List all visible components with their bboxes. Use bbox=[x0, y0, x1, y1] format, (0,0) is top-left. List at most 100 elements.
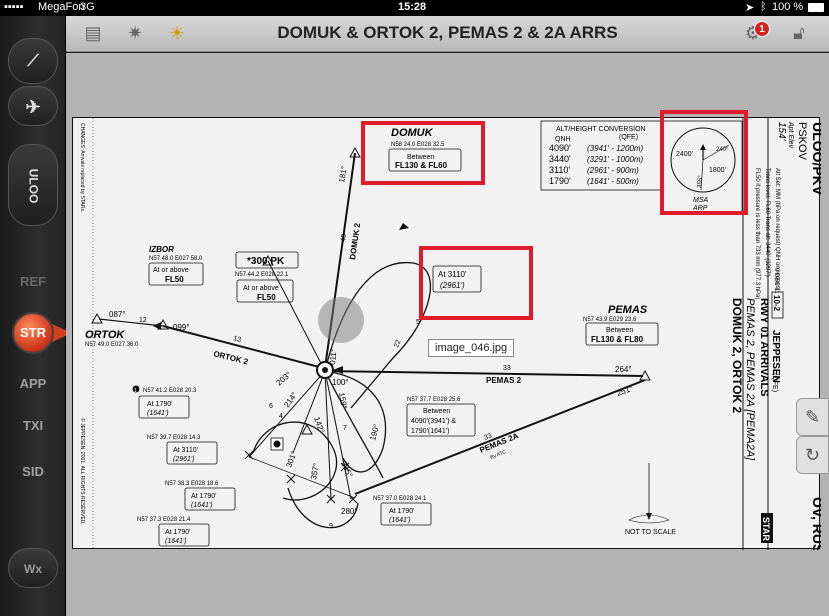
scale-note: NOT TO SCALE bbox=[625, 529, 676, 536]
ortok-name: ORTOK bbox=[85, 329, 125, 341]
airport-button[interactable]: ULOO bbox=[8, 144, 58, 226]
procedure-line-1: DOMUK 2, ORTOK 2 bbox=[730, 298, 744, 413]
clock: 15:28 bbox=[398, 1, 427, 13]
pemas-alt-1: Between bbox=[606, 327, 633, 334]
chart-drawing: CHANGES: Arrivals replaced by STARs. © J… bbox=[79, 118, 826, 577]
domuk-alt-2: FL130 & FL60 bbox=[395, 161, 448, 170]
lock-icon[interactable]: 🔓︎ bbox=[793, 23, 805, 43]
index-box bbox=[771, 291, 784, 319]
track-357: 357° bbox=[309, 462, 321, 480]
weather-icon[interactable]: ☀ bbox=[168, 23, 186, 43]
ortok-waypoint bbox=[91, 312, 103, 324]
changes-note: CHANGES: Arrivals replaced by STARs. bbox=[79, 123, 85, 212]
domuk-alt-1: Between bbox=[407, 154, 434, 161]
battery-icon bbox=[808, 3, 824, 12]
route-icon[interactable]: ⟋ bbox=[8, 38, 58, 84]
dist-5: 5 bbox=[416, 319, 420, 326]
image-tooltip: image_046.jpg bbox=[428, 339, 515, 357]
izbor-track: 099° bbox=[173, 323, 190, 332]
pemas-dist-2: 33 bbox=[483, 432, 493, 441]
track-301: 301° bbox=[284, 450, 298, 469]
msa-alt-2: 1800' bbox=[709, 167, 726, 174]
conversion-qfe-2: (2961' - 900m) bbox=[587, 166, 639, 175]
dist-9: 9 bbox=[329, 523, 333, 530]
sid-button[interactable]: SID bbox=[22, 464, 44, 479]
track-190: 190° bbox=[368, 423, 381, 441]
txi-button[interactable]: TXI bbox=[22, 418, 44, 433]
wp1-alt-2: (1641') bbox=[147, 410, 169, 417]
settings-icon[interactable]: ✷ bbox=[127, 23, 143, 43]
ortok-coord: N57 49.0 E027 36.0 bbox=[85, 342, 139, 348]
pointer-shadow bbox=[318, 297, 364, 343]
domuk-dist: 40 bbox=[340, 233, 348, 242]
alert-badge: 1 bbox=[754, 21, 770, 37]
airplane-icon[interactable]: ✈ bbox=[8, 86, 58, 126]
north-arrow-icon bbox=[628, 514, 670, 524]
chart-airport-code: ULOO/PKV bbox=[810, 122, 821, 196]
conversion-title: ALT/HEIGHT CONVERSION bbox=[556, 126, 646, 133]
procedure-line-2: PEMAS 2, PEMAS 2A [PEMA2A] bbox=[744, 298, 756, 461]
status-bar: ▪▪▪▪▪ MegaFon 3G 15:28 ➤ ᛒ 100 % bbox=[0, 0, 829, 16]
pk-alt-2: FL50 bbox=[257, 293, 276, 302]
track-142: 142° bbox=[312, 416, 326, 435]
izbor-name: IZBOR bbox=[149, 245, 174, 254]
app-button[interactable]: APP bbox=[19, 376, 47, 391]
apt-elev-value: 154' bbox=[776, 122, 787, 142]
conversion-qnh: QNH bbox=[555, 136, 571, 143]
pemas-coord: N57 43.9 E029 23.6 bbox=[583, 317, 637, 323]
conversion-alt-3: 1790' bbox=[549, 176, 571, 186]
wp2-coord: N57 39.7 E028 14.3 bbox=[147, 435, 201, 441]
ref-button[interactable]: REF bbox=[20, 274, 46, 289]
approach-chart[interactable]: CHANGES: Arrivals replaced by STARs. © J… bbox=[72, 117, 826, 577]
domuk-route: DOMUK 2 bbox=[348, 222, 362, 260]
str-button[interactable]: STR bbox=[12, 312, 54, 354]
track-345: 345° bbox=[339, 460, 354, 479]
star-label: STAR bbox=[761, 517, 771, 541]
wp6-alt-3: 1790'(1641') bbox=[411, 428, 449, 435]
apt-elev-label: Apt Elev bbox=[787, 121, 794, 149]
wp4-coord: N57 37.3 E028 21.4 bbox=[137, 517, 191, 523]
pemas-alt-2: FL130 & FL80 bbox=[591, 335, 644, 344]
pemas-atc: By ATC bbox=[490, 449, 508, 461]
conversion-qfe-0: (3941' - 1200m) bbox=[587, 144, 644, 153]
wp1-waypoint bbox=[301, 423, 313, 435]
wp5-coord: N57 37.0 E028 24.1 bbox=[373, 496, 427, 502]
domuk-track: 181° bbox=[337, 165, 349, 183]
pemas-track: 264° bbox=[615, 365, 632, 374]
izbor-alt-1: At or above bbox=[153, 267, 189, 274]
top-toolbar: ▤ ✷ ☀ DOMUK & ORTOK 2, PEMAS 2 & 2A ARRS… bbox=[66, 16, 829, 52]
izbor-alt-2: FL50 bbox=[165, 275, 184, 284]
domuk-coord: N58 24.0 E028 32.5 bbox=[391, 142, 445, 148]
conversion-qfe-3: (1641' - 500m) bbox=[587, 177, 639, 186]
notes-icon[interactable]: ▤ bbox=[84, 23, 102, 43]
highlight-msa bbox=[660, 110, 748, 215]
msa-radial-1: 240° bbox=[716, 147, 729, 153]
wp5-alt-2: (1641') bbox=[389, 517, 411, 524]
airport-label: ULOO bbox=[25, 168, 40, 204]
conversion-alt-2: 3110' bbox=[549, 165, 570, 175]
chart-city: PSKOV bbox=[796, 122, 808, 161]
pemas-name: PEMAS bbox=[608, 304, 648, 316]
ortok-route: ORTOK 2 bbox=[213, 349, 250, 366]
at3110-alt-2: (2961') bbox=[440, 281, 465, 290]
chart-country: OV, RUSSIA bbox=[810, 497, 821, 550]
pemas-dist: 33 bbox=[503, 365, 511, 372]
track-203: 203° bbox=[275, 370, 293, 388]
wp6-alt-1: Between bbox=[423, 408, 450, 415]
wp3-alt-2: (1641') bbox=[191, 502, 213, 509]
refresh-icon[interactable]: ↻ bbox=[796, 436, 829, 474]
izbor-waypoint bbox=[157, 318, 169, 330]
network-label: 3G bbox=[80, 1, 95, 13]
wx-button[interactable]: Wx bbox=[8, 548, 58, 588]
conversion-alt-1: 3440' bbox=[549, 154, 571, 164]
pencil-icon[interactable]: ✎ bbox=[796, 398, 829, 436]
wp3-alt-1: At 1790' bbox=[191, 493, 216, 500]
wp2-alt-1: At 3110' bbox=[173, 447, 198, 454]
index-label: 10-2 bbox=[772, 295, 781, 312]
wp6-coord: N57 37.7 E028 25.6 bbox=[407, 397, 461, 403]
bluetooth-icon: ᛒ bbox=[760, 1, 767, 13]
conversion-qfe: (QFE) bbox=[619, 134, 638, 141]
location-icon: ➤ bbox=[745, 2, 755, 14]
dist-22: 22 bbox=[393, 339, 402, 349]
izbor-coord: N57 48.0 E027 58.0 bbox=[149, 256, 203, 262]
